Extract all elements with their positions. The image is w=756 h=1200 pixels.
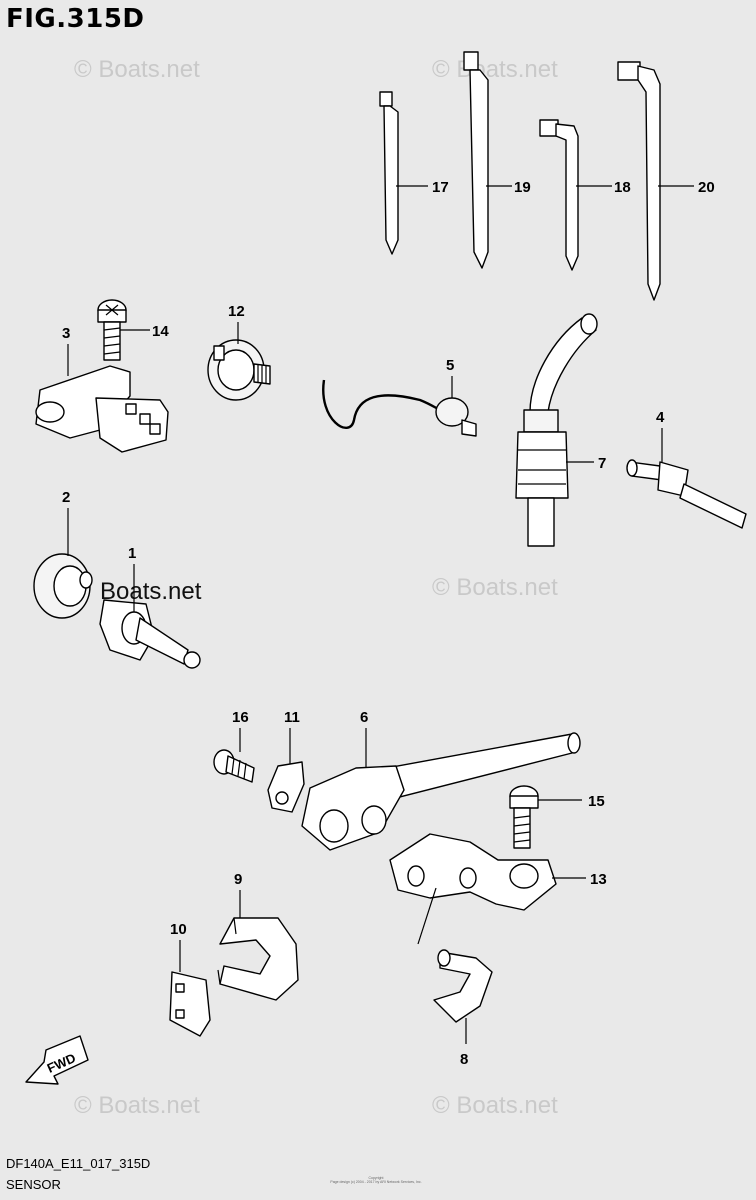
callout-19: 19 — [486, 179, 531, 196]
callout-18: 18 — [576, 179, 631, 196]
callout-number: 3 — [62, 325, 70, 342]
part-9-clip[interactable] — [217, 917, 299, 1001]
callout-4: 4 — [656, 409, 665, 462]
callout-13: 13 — [552, 871, 607, 888]
part-17-cable-tie[interactable] — [379, 91, 399, 255]
part-11-bracket[interactable] — [267, 761, 305, 813]
callout-20: 20 — [658, 179, 715, 196]
callout-10: 10 — [170, 921, 187, 972]
part-1-sensor[interactable] — [99, 599, 201, 669]
watermark: © Boats.net — [74, 1092, 200, 1119]
watermark: Boats.net — [100, 578, 202, 605]
part-10-clip[interactable] — [169, 971, 211, 1037]
callout-2: 2 — [62, 489, 70, 556]
callout-number: 17 — [432, 179, 449, 196]
callout-number: 11 — [284, 709, 300, 726]
callout-number: 12 — [228, 303, 245, 320]
part-2-grommet[interactable] — [33, 553, 93, 619]
callout-number: 9 — [234, 871, 242, 888]
callout-3: 3 — [62, 325, 70, 376]
part-12-pressure-switch[interactable] — [207, 339, 271, 401]
callout-number: 4 — [656, 409, 665, 426]
callout-15: 15 — [538, 793, 605, 810]
watermark: © Boats.net — [432, 56, 558, 83]
callout-5: 5 — [446, 357, 454, 398]
watermark: © Boats.net — [432, 1092, 558, 1119]
callout-1: 1 — [128, 545, 136, 612]
callout-16: 16 — [232, 709, 249, 752]
callout-17: 17 — [396, 179, 449, 196]
callout-number: 19 — [514, 179, 531, 196]
copyright-notice: Copyright Page design (c) 2004 - 2017 by… — [316, 1176, 436, 1184]
callout-number: 16 — [232, 709, 249, 726]
callout-number: 18 — [614, 179, 631, 196]
diagram-code: DF140A_E11_017_315D — [6, 1156, 151, 1171]
part-19-cable-tie[interactable] — [463, 51, 489, 269]
callout-12: 12 — [228, 303, 245, 344]
callout-number: 2 — [62, 489, 70, 506]
callout-number: 10 — [170, 921, 187, 938]
callout-6: 6 — [360, 709, 368, 768]
part-13-bracket[interactable] — [389, 833, 557, 911]
callout-7: 7 — [566, 455, 606, 472]
callout-11: 11 — [284, 709, 300, 764]
diagram-caption: SENSOR — [6, 1177, 61, 1192]
callout-8: 8 — [460, 1018, 468, 1068]
fwd-arrow-icon: FWD — [25, 1035, 89, 1085]
watermark: © Boats.net — [432, 574, 558, 601]
callout-number: 13 — [590, 871, 607, 888]
callout-number: 7 — [598, 455, 606, 472]
part-4-temp-sensor[interactable] — [626, 459, 747, 529]
part-14-bolt[interactable] — [97, 299, 127, 361]
watermark: © Boats.net — [74, 56, 200, 83]
callout-number: 1 — [128, 545, 136, 562]
part-20-cable-tie[interactable] — [617, 61, 661, 301]
callout-number: 5 — [446, 357, 454, 374]
copyright-line: Copyright — [368, 1176, 384, 1180]
callout-14: 14 — [120, 323, 169, 340]
part-18-cable-tie[interactable] — [539, 119, 579, 271]
callout-9: 9 — [234, 871, 242, 918]
part-15-bolt[interactable] — [509, 785, 539, 849]
part-8-clamp[interactable] — [417, 887, 493, 1023]
callout-number: 20 — [698, 179, 715, 196]
part-6-crank-sensor[interactable] — [301, 732, 581, 851]
part-7-oxygen-sensor[interactable] — [515, 313, 598, 547]
part-3-map-sensor[interactable] — [35, 365, 169, 453]
callout-number: 6 — [360, 709, 368, 726]
figure-title: FIG.315D — [6, 4, 145, 34]
part-16-bolt[interactable] — [213, 749, 255, 783]
part-5-knock-sensor[interactable] — [322, 379, 477, 437]
callout-number: 8 — [460, 1051, 468, 1068]
callout-number: 15 — [588, 793, 605, 810]
copyright-line: Page design (c) 2004 - 2017 by ARI Netwo… — [330, 1180, 422, 1184]
callout-number: 14 — [152, 323, 169, 340]
